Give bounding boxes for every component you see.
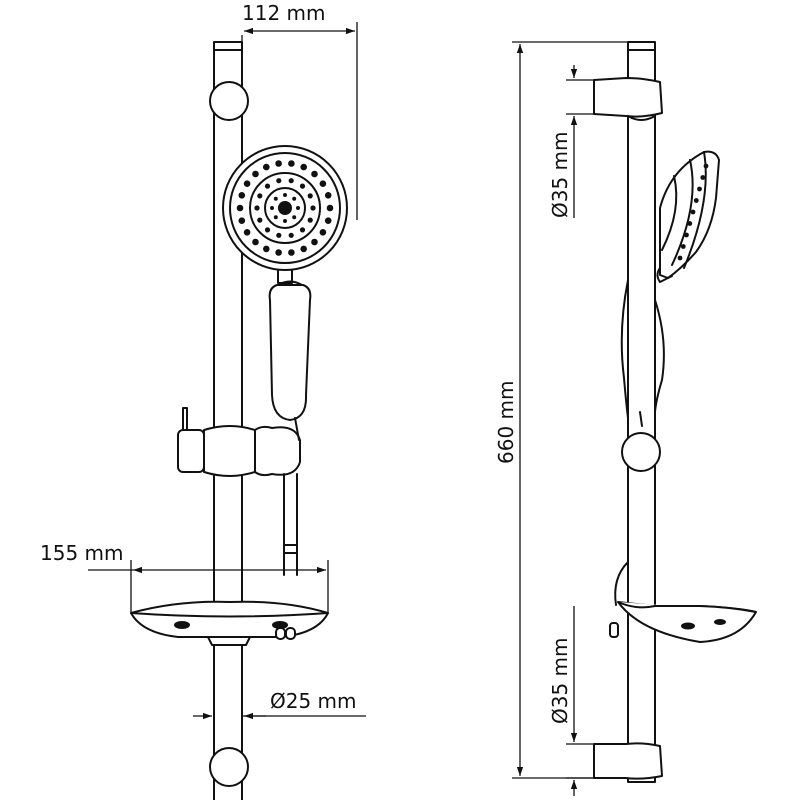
dim-155: 155 mm [40,541,329,612]
nozzle-dot [254,205,260,211]
side-nozzle-dot [693,198,699,203]
nozzle-dot [238,217,246,224]
nozzle-dot [263,163,270,171]
nozzle-dot [299,227,306,233]
side-nozzle-dot [687,221,693,226]
front-bottom-bracket [209,747,249,787]
nozzle-dot [288,249,295,256]
side-nozzle-dot [684,232,689,238]
nozzle-dot [292,215,297,220]
side-handle [620,279,665,427]
front-slider-bracket [177,407,301,477]
nozzle-dot [276,232,282,238]
nozzle-dot [238,192,246,199]
nozzle-dot [300,163,308,171]
nozzle-dot [263,245,270,253]
side-slider-knob [621,432,661,472]
dim-35-bottom: Ø35 mm [548,606,596,796]
front-shower-handle [268,280,312,421]
nozzle-dot [324,217,332,224]
front-view: 112 mm 155 mm Ø25 mm [40,1,366,800]
nozzle-dot [275,249,282,256]
dim-35-bottom-label: Ø35 mm [548,637,572,724]
dim-25: Ø25 mm [193,689,366,720]
nozzle-dot [311,238,318,246]
nozzle-dot [292,196,297,201]
dim-25-label: Ø25 mm [270,689,357,713]
nozzle-dot [257,217,263,223]
nozzle-dot [326,204,334,212]
front-soap-dish [130,600,329,646]
nozzle-dot [288,232,294,238]
nozzle-dot [283,219,287,223]
side-hose [614,561,629,606]
nozzle-dot [264,227,271,233]
front-top-bracket [209,81,249,121]
nozzle-dot [324,192,332,199]
nozzle-dot [243,229,251,236]
nozzle-dot [300,245,308,253]
dim-35-top: Ø35 mm [548,65,596,218]
dim-112-label: 112 mm [242,1,326,25]
nozzle-dot [270,206,274,210]
nozzle-dot [307,193,313,199]
nozzle-dot [296,206,300,210]
nozzle-dot [319,229,327,236]
nozzle-dot [319,180,327,187]
nozzle-dot [243,180,251,187]
side-bottom-bracket [593,742,663,780]
nozzle-dot [252,170,259,178]
nozzle-dot [252,238,259,246]
front-shower-head [222,145,348,284]
dim-660-label: 660 mm [494,381,518,465]
side-rail [627,41,656,783]
nozzle-dot [236,204,244,212]
side-shower-head [656,150,720,283]
front-hose [283,473,298,576]
side-view: 660 mm Ø35 mm Ø35 mm [494,41,757,796]
dim-112: 112 mm [241,1,358,220]
nozzle-dot [273,215,278,220]
dim-35-top-label: Ø35 mm [548,131,572,218]
front-rail [213,41,243,800]
side-nozzle-dot [690,209,696,215]
side-soap-dish [609,601,757,643]
nozzle-dot [310,205,316,211]
side-top-bracket [593,77,663,121]
nozzle-dot [299,183,306,189]
nozzle-dot [288,160,295,167]
nozzle-dot [307,217,313,223]
dim-155-label: 155 mm [40,541,124,565]
nozzle-dot [264,183,271,189]
side-nozzle-dot [700,175,706,180]
side-nozzle-dot [697,186,702,192]
nozzle-dot [276,178,282,184]
nozzle-dot [283,193,287,197]
side-nozzle-dot [703,163,709,169]
nozzle-dot [288,178,294,184]
side-nozzle-dot [680,244,686,249]
nozzle-dot [273,196,278,201]
side-nozzle-dot [677,255,683,261]
nozzle-dot [311,170,318,178]
nozzle-dot [257,193,263,199]
nozzle-dot [275,160,282,167]
